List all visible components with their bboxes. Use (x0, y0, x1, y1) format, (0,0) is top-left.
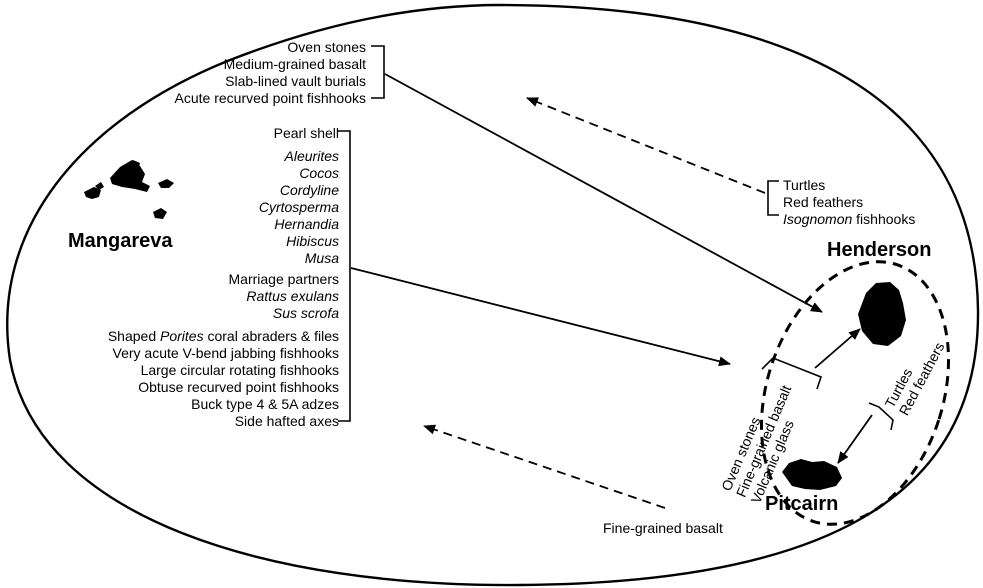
arrow-mangareva-to-henderson (384, 73, 823, 313)
svg-text:Shaped Porites coral abraders: Shaped Porites coral abraders & files (108, 328, 339, 344)
henderson-label: Henderson (827, 239, 931, 261)
interaction-sphere-outline (6, 3, 980, 587)
arrow-henderson-to-pitcairn (837, 414, 873, 464)
henderson-pitcairn-goods: Turtles Red feathers (882, 340, 948, 418)
arrow-pitcairn-to-henderson (814, 328, 861, 369)
svg-text:Turtles: Turtles (783, 177, 825, 193)
mangareva-both-goods: Pearl shell Aleurites Cocos Cordyline Cy… (108, 125, 339, 429)
henderson-island-map (858, 282, 906, 346)
bracket-mangareva-both (338, 130, 351, 422)
svg-text:Large circular rotating fishho: Large circular rotating fishhooks (141, 362, 339, 378)
pitcairn-island-map (782, 459, 842, 490)
bracket-pitcairn-henderson (761, 357, 822, 390)
svg-text:Medium-grained basalt: Medium-grained basalt (224, 56, 367, 72)
arrow-mangareva-to-pitcairn-region (350, 267, 731, 367)
bracket-mangareva-henderson (371, 45, 385, 99)
svg-text:Side hafted axes: Side hafted axes (235, 413, 339, 429)
arrow-henderson-to-mangareva (526, 97, 766, 194)
svg-text:Hernandia: Hernandia (274, 216, 339, 232)
pitcairn-mangareva-goods: Fine-grained basalt (603, 520, 723, 536)
svg-text:Cyrtosperma: Cyrtosperma (259, 199, 339, 215)
svg-text:Musa: Musa (305, 250, 339, 266)
svg-text:Slab-lined vault burials: Slab-lined vault burials (225, 73, 366, 89)
svg-text:Aleurites: Aleurites (284, 148, 339, 164)
svg-text:Cocos: Cocos (299, 165, 339, 181)
mangareva-label: Mangareva (68, 230, 173, 252)
svg-text:Obtuse recurved point fishhook: Obtuse recurved point fishhooks (138, 379, 339, 395)
svg-text:Isognomon fishhooks: Isognomon fishhooks (783, 211, 915, 227)
svg-text:Marriage partners: Marriage partners (229, 271, 340, 287)
arrow-pitcairn-to-mangareva (423, 424, 666, 509)
svg-text:Hibiscus: Hibiscus (286, 233, 339, 249)
henderson-mangareva-goods: Turtles Red feathers Isognomon fishhooks (783, 177, 915, 227)
svg-text:Cordyline: Cordyline (280, 182, 339, 198)
svg-text:Oven stones: Oven stones (287, 39, 366, 55)
svg-text:Buck type 4 & 5A adzes: Buck type 4 & 5A adzes (191, 396, 339, 412)
pitcairn-label: Pitcairn (765, 493, 838, 515)
svg-text:Red feathers: Red feathers (783, 194, 863, 210)
svg-text:Rattus exulans: Rattus exulans (246, 288, 339, 304)
mangareva-henderson-goods: Oven stones Medium-grained basalt Slab-l… (175, 39, 367, 106)
svg-text:Very acute V-bend jabbing fish: Very acute V-bend jabbing fishhooks (113, 345, 340, 361)
svg-text:Sus scrofa: Sus scrofa (273, 305, 339, 321)
bracket-henderson-mangareva (767, 180, 779, 216)
bracket-henderson-pitcairn (868, 402, 894, 431)
svg-text:Pearl shell: Pearl shell (274, 125, 339, 141)
mangareva-island-map (84, 160, 174, 219)
svg-text:Acute recurved point fishhooks: Acute recurved point fishhooks (175, 90, 366, 106)
